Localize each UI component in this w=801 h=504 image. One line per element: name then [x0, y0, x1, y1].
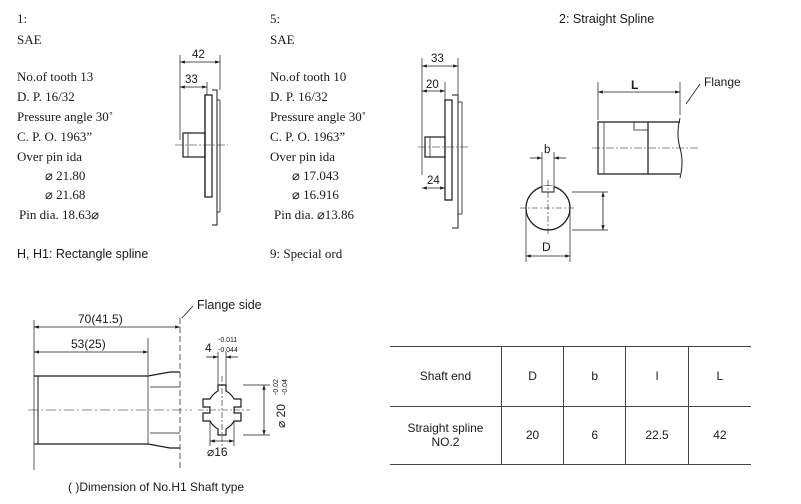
- row-label: Straight spline NO.2: [390, 406, 501, 464]
- sae1-over-pin: Over pin ida: [17, 149, 82, 164]
- flange-label: Flange: [704, 75, 741, 89]
- sae1-pin-dia: Pin dia. 18.63⌀: [19, 207, 100, 222]
- caption-text: ( )Dimension of No.H1 Shaft type: [68, 480, 245, 494]
- sae1-value-1: ⌀ 21.80: [45, 168, 86, 183]
- sae1-type: SAE: [17, 32, 42, 47]
- table-row: Straight spline NO.2 20 6 22.5 42: [390, 406, 751, 464]
- straight-spline-drawing: [520, 82, 701, 262]
- sae5-cpo: C. P. O. 1963”: [270, 129, 346, 144]
- sae5-over-pin: Over pin ida: [270, 149, 335, 164]
- flange-side-label: Flange side: [197, 298, 262, 312]
- sae1-id: 1:: [17, 11, 28, 26]
- dim-dia-20: ⌀ 20: [274, 404, 288, 428]
- tol-20-lower: -0.04: [282, 379, 289, 395]
- dim-4: 4: [205, 341, 212, 355]
- sae5-value-1: ⌀ 17.043: [292, 168, 339, 183]
- sae1-cpo: C. P. O. 1963”: [17, 129, 93, 144]
- cell-D: 20: [500, 406, 564, 464]
- header-D: D: [500, 346, 564, 407]
- sae1-tooth: No.of tooth 13: [17, 69, 94, 84]
- cell-b: 6: [563, 406, 626, 464]
- sae1-value-2: ⌀ 21.68: [45, 187, 86, 202]
- dim-dia-16: ⌀16: [207, 445, 228, 459]
- sae5-angle: Pressure angle 30˚: [270, 109, 367, 124]
- dim-b: b: [544, 144, 550, 156]
- sae1-shaft-drawing: [175, 55, 228, 226]
- table-header-row: Shaft end D b l L: [390, 346, 751, 407]
- sae1-dp: D. P. 16/32: [17, 89, 75, 104]
- sae1-angle: Pressure angle 30˚: [17, 109, 114, 124]
- cell-l: 22.5: [625, 406, 689, 464]
- dim-53: 53(25): [71, 337, 106, 351]
- tol-20-upper: -0.02: [273, 379, 280, 395]
- special-order-label: 9: Special ord: [270, 246, 343, 261]
- header-l: l: [625, 346, 689, 407]
- cell-L: 42: [687, 406, 751, 464]
- straight-spline-title: 2: Straight Spline: [559, 12, 655, 26]
- dim-33-sae5: 33: [431, 53, 444, 65]
- table-top-border: [390, 346, 751, 347]
- dim-24: 24: [427, 175, 440, 187]
- dim-20: 20: [426, 79, 439, 91]
- rectangle-spline-label: H, H1: Rectangle spline: [17, 247, 149, 261]
- dim-42: 42: [192, 49, 205, 61]
- dim-70: 70(41.5): [78, 312, 123, 326]
- shaft-spec-table: Shaft end D b l L Straight spline NO.2 2…: [390, 346, 751, 464]
- tol-4-upper: -0.011: [218, 337, 237, 344]
- sae5-shaft-drawing: [418, 58, 470, 229]
- row-label-line-1: Straight spline: [407, 421, 484, 436]
- sae5-dp: D. P. 16/32: [270, 89, 328, 104]
- header-L: L: [687, 346, 751, 407]
- sae5-pin-dia: Pin dia. ⌀13.86: [274, 207, 355, 222]
- sae5-id: 5:: [270, 11, 281, 26]
- header-b: b: [563, 346, 626, 407]
- dim-L: L: [631, 78, 638, 92]
- dim-33-sae1: 33: [185, 74, 198, 86]
- sae5-type: SAE: [270, 32, 295, 47]
- dim-D: D: [542, 240, 551, 254]
- h1-shaft-drawing: [28, 305, 270, 470]
- header-shaft-end: Shaft end: [390, 346, 502, 407]
- row-label-line-2: NO.2: [431, 435, 460, 450]
- tol-4-lower: -0.044: [218, 347, 238, 354]
- sae5-value-2: ⌀ 16.916: [292, 187, 339, 202]
- sae5-tooth: No.of tooth 10: [270, 69, 347, 84]
- table-bottom-border: [390, 464, 751, 465]
